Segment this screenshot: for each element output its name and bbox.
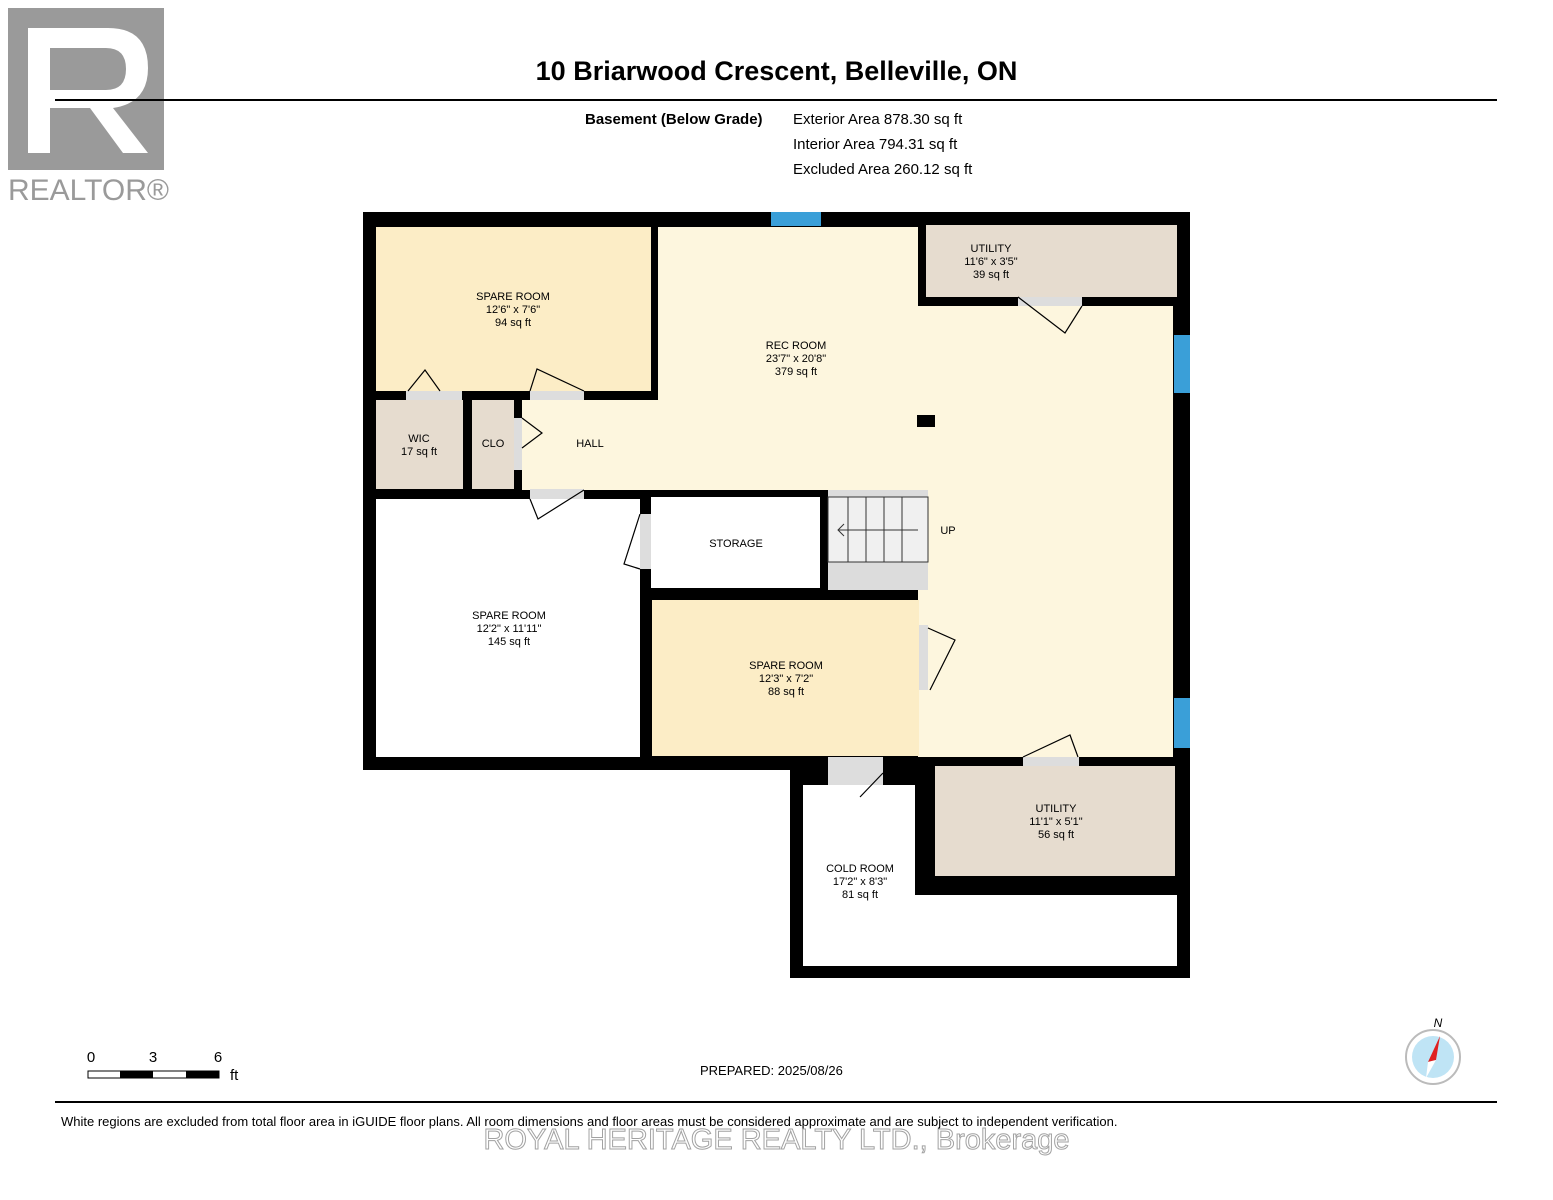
scale-unit: ft bbox=[230, 1067, 239, 1084]
stairs bbox=[827, 490, 929, 590]
room-clo bbox=[472, 400, 514, 489]
scale-tick: 0 bbox=[87, 1049, 95, 1066]
stairs-label: UP bbox=[940, 525, 955, 537]
wic-area: 17 sq ft bbox=[401, 446, 437, 458]
page-title: 10 Briarwood Crescent, Belleville, ON bbox=[535, 56, 1018, 86]
compass-label: N bbox=[1434, 1016, 1443, 1030]
spare2-name: SPARE ROOM bbox=[472, 610, 546, 622]
brokerage-watermark: ROYAL HERITAGE REALTY LTD., Brokerage bbox=[483, 1124, 1070, 1157]
utility1-area: 39 sq ft bbox=[973, 269, 1009, 281]
utility1-dims: 11'6" x 3'5" bbox=[964, 256, 1017, 268]
room-spare-3 bbox=[652, 600, 919, 756]
scale-bar: 0 3 6 ft bbox=[87, 1049, 239, 1084]
excluded-area: Excluded Area 260.12 sq ft bbox=[793, 161, 973, 178]
scale-tick: 3 bbox=[149, 1049, 157, 1066]
storage-name: STORAGE bbox=[709, 538, 763, 550]
exterior-area: Exterior Area 878.30 sq ft bbox=[793, 111, 963, 128]
realtor-logo-icon bbox=[8, 8, 164, 170]
doorways bbox=[406, 297, 1082, 785]
realtor-logo: REALTOR® bbox=[8, 8, 178, 208]
spare2-area: 145 sq ft bbox=[488, 636, 530, 648]
rec-name: REC ROOM bbox=[766, 340, 827, 352]
wic-name: WIC bbox=[408, 433, 429, 445]
spare3-dims: 12'3" x 7'2" bbox=[759, 673, 813, 685]
column bbox=[917, 415, 935, 427]
utility1-name: UTILITY bbox=[971, 243, 1013, 255]
divider bbox=[55, 1101, 1497, 1103]
spare2-dims: 12'2" x 11'11" bbox=[477, 623, 542, 635]
utility2-area: 56 sq ft bbox=[1038, 829, 1074, 841]
scale-tick: 6 bbox=[214, 1049, 222, 1066]
rec-area: 379 sq ft bbox=[775, 366, 817, 378]
interior-area: Interior Area 794.31 sq ft bbox=[793, 136, 958, 153]
spare1-dims: 12'6" x 7'6" bbox=[486, 304, 540, 316]
utility2-name: UTILITY bbox=[1036, 803, 1078, 815]
room-utility-2 bbox=[935, 766, 1175, 876]
spare3-area: 88 sq ft bbox=[768, 686, 804, 698]
door-swings bbox=[407, 296, 1083, 798]
compass-icon: N bbox=[1405, 1016, 1461, 1085]
spare1-area: 94 sq ft bbox=[495, 317, 531, 329]
spare3-name: SPARE ROOM bbox=[749, 660, 823, 672]
room-labels: SPARE ROOM 12'6" x 7'6" 94 sq ft REC ROO… bbox=[401, 243, 1083, 901]
utility2-dims: 11'1" x 5'1" bbox=[1029, 816, 1082, 828]
prepared-date: PREPARED: 2025/08/26 bbox=[700, 1063, 843, 1078]
room-rec bbox=[522, 227, 1173, 757]
room-spare-2 bbox=[376, 499, 640, 757]
cold-name: COLD ROOM bbox=[826, 863, 894, 875]
windows bbox=[771, 212, 1190, 748]
divider bbox=[55, 99, 1497, 101]
level-label: Basement (Below Grade) bbox=[585, 111, 763, 128]
room-cold bbox=[803, 785, 1177, 966]
disclaimer: White regions are excluded from total fl… bbox=[61, 1114, 1118, 1129]
spare1-name: SPARE ROOM bbox=[476, 291, 550, 303]
cold-area: 81 sq ft bbox=[842, 889, 878, 901]
room-storage bbox=[651, 497, 820, 588]
rec-dims: 23'7" x 20'8" bbox=[766, 353, 826, 365]
realtor-logo-text: REALTOR® bbox=[8, 174, 170, 207]
cold-dims: 17'2" x 8'3" bbox=[833, 876, 887, 888]
room-spare-1 bbox=[376, 227, 651, 391]
room-wic bbox=[376, 400, 463, 489]
hall-name: HALL bbox=[576, 438, 604, 450]
clo-name: CLO bbox=[482, 438, 505, 450]
room-utility-1 bbox=[926, 225, 1177, 297]
